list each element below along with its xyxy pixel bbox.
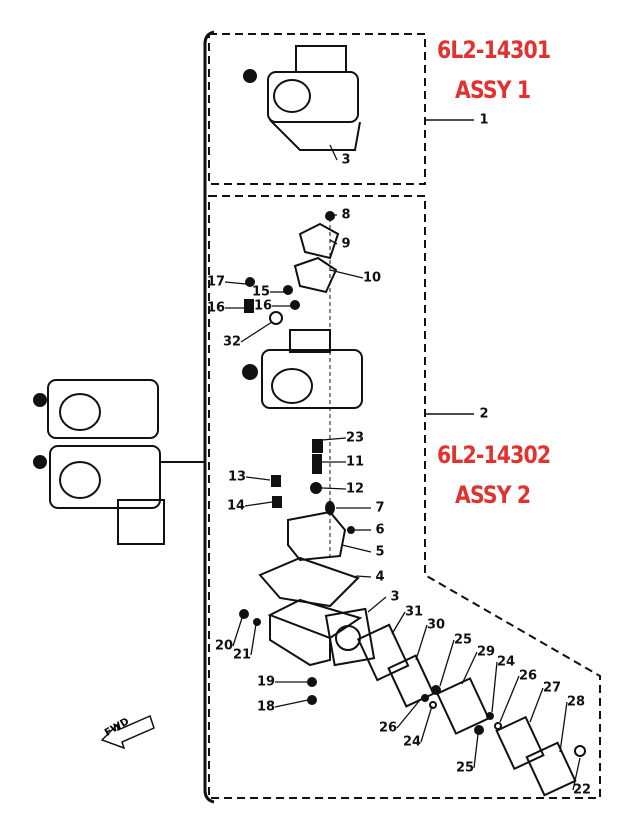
leader-line-27 (529, 687, 544, 723)
leader-line-28 (559, 701, 568, 753)
callout-11: 11 (345, 454, 365, 470)
callout-3: 3 (341, 152, 351, 168)
part-shapes (33, 45, 586, 797)
callout-31: 31 (404, 604, 424, 620)
gasket-10-shape (293, 256, 338, 294)
leader-line-24 (491, 661, 498, 713)
gasket-9-shape (298, 222, 340, 260)
callout-17: 17 (206, 274, 226, 290)
callout-21: 21 (232, 647, 252, 663)
callout-4: 4 (375, 569, 385, 585)
callout-16: 16 (253, 298, 273, 314)
leader-line-30 (415, 624, 428, 661)
callout-13: 13 (227, 469, 247, 485)
leader-line-29 (461, 651, 478, 685)
callout-19: 19 (256, 674, 276, 690)
callout-3: 3 (390, 589, 400, 605)
callout-26: 26 (378, 720, 398, 736)
callout-30: 30 (426, 617, 446, 633)
assy1-box (208, 33, 426, 185)
callout-22: 22 (572, 782, 592, 798)
leader-line-21 (250, 623, 257, 656)
callout-26: 26 (518, 668, 538, 684)
pump-body-29-shape (436, 677, 490, 735)
carburetor-body-shape (242, 329, 363, 409)
leader-line-10 (329, 269, 364, 279)
bowl-gasket-shape (258, 556, 360, 608)
assy1-part-number: 6L2-14301 (437, 36, 551, 64)
carburetor-pair-shape (33, 379, 165, 545)
callout-20: 20 (214, 638, 234, 654)
assy2-part-number: 6L2-14302 (437, 441, 551, 469)
leader-line-26 (396, 699, 421, 729)
callout-16: 16 (206, 300, 226, 316)
callout-24: 24 (402, 734, 422, 750)
leader-line-31 (391, 611, 406, 635)
callout-10: 10 (362, 270, 382, 286)
gasket-31-shape (356, 623, 410, 682)
assy2-box (208, 195, 601, 799)
leader-line-3 (367, 596, 387, 613)
callout-1: 1 (479, 112, 489, 128)
callout-32: 32 (222, 334, 242, 350)
callout-6: 6 (375, 522, 385, 538)
callout-8: 8 (341, 207, 351, 223)
assy1-label: ASSY 1 (455, 76, 531, 104)
callout-18: 18 (256, 699, 276, 715)
callout-15: 15 (251, 284, 271, 300)
callout-27: 27 (542, 680, 562, 696)
float-shape (287, 510, 347, 562)
callout-5: 5 (375, 544, 385, 560)
leader-line-23 (321, 437, 347, 441)
leader-line-17 (224, 281, 247, 285)
leader-line-18 (274, 699, 309, 708)
callout-12: 12 (345, 481, 365, 497)
cover-28-shape (525, 741, 577, 797)
leader-line-3 (329, 144, 338, 161)
callout-7: 7 (375, 500, 385, 516)
callout-24: 24 (496, 654, 516, 670)
leader-line-13 (245, 476, 271, 481)
carburetor-assy1-shape (243, 45, 361, 151)
leader-line-20 (232, 617, 243, 647)
callout-9: 9 (341, 236, 351, 252)
float-bowl-shape (267, 598, 376, 667)
callout-14: 14 (226, 498, 246, 514)
gasket-27-shape (495, 715, 545, 771)
callout-25: 25 (455, 760, 475, 776)
leader-line-9 (329, 239, 338, 245)
assy2-label: ASSY 2 (455, 481, 531, 509)
leader-line-25 (439, 639, 455, 687)
callout-23: 23 (345, 430, 365, 446)
callout-29: 29 (476, 644, 496, 660)
leader-line-4 (355, 575, 372, 578)
leader-line-24 (420, 705, 433, 743)
callout-28: 28 (566, 694, 586, 710)
leader-line-12 (321, 487, 347, 490)
fwd-arrow-shape (100, 714, 155, 750)
leader-line-5 (341, 544, 372, 553)
callout-25: 25 (453, 632, 473, 648)
callout-2: 2 (479, 406, 489, 422)
leader-line-26 (499, 675, 520, 723)
leader-line-22 (572, 757, 581, 791)
leader-line-32 (240, 321, 273, 343)
leader-line-25 (473, 733, 479, 769)
leader-line-14 (244, 501, 273, 507)
